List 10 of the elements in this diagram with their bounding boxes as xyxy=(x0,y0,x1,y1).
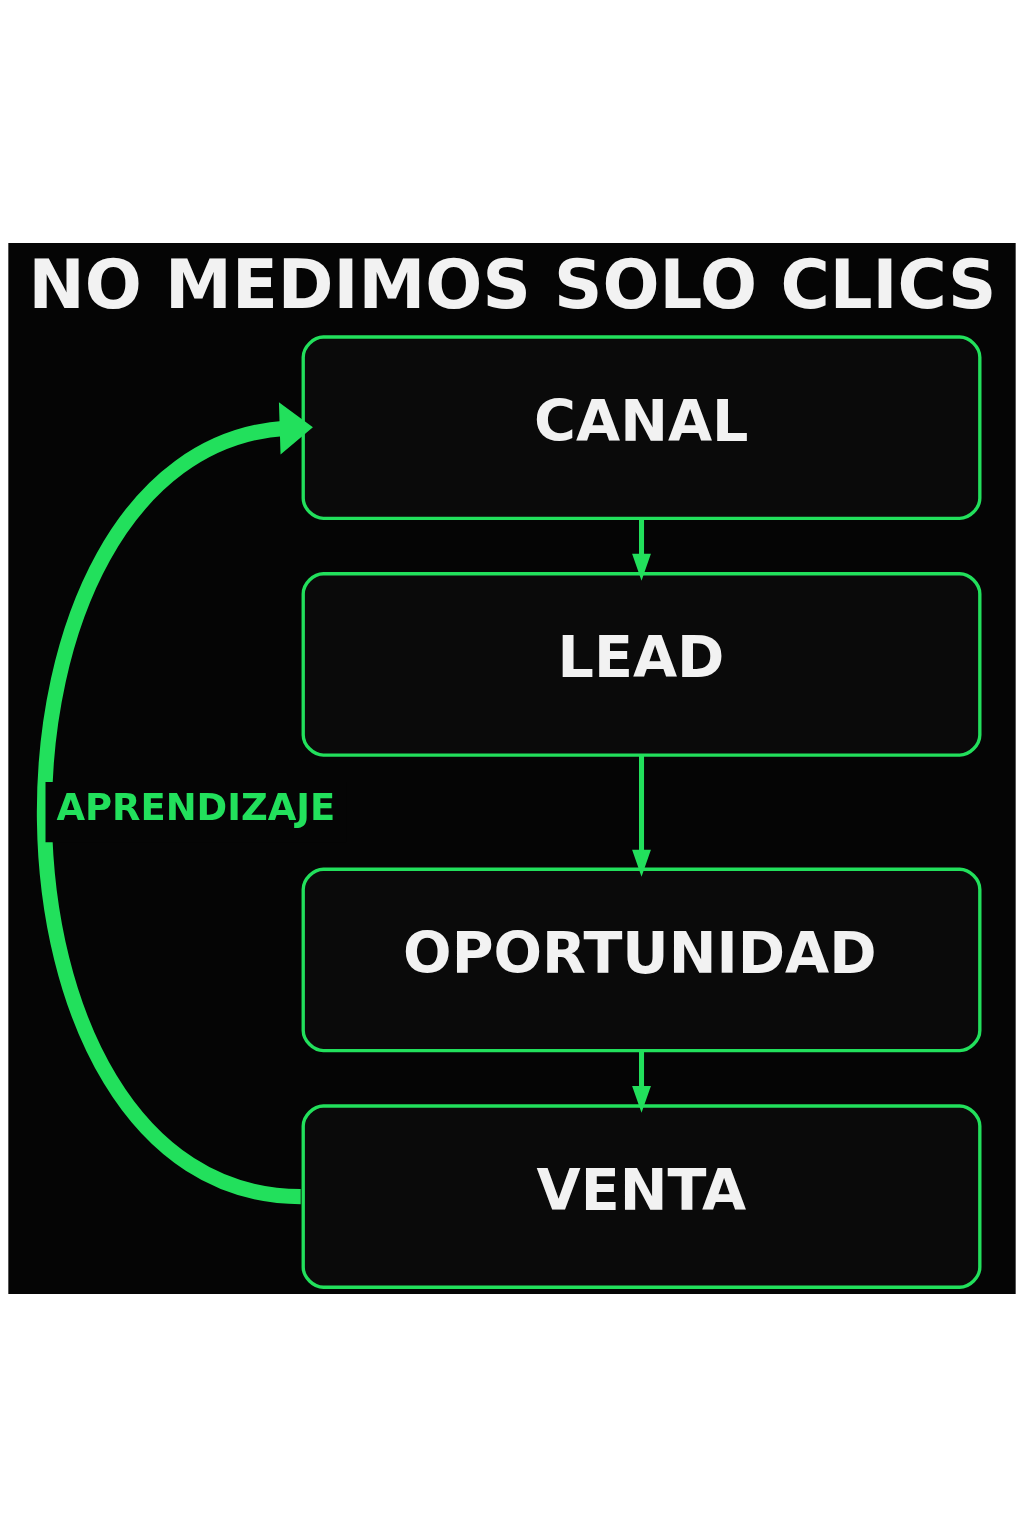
node-box: CANAL xyxy=(301,334,982,520)
arrow xyxy=(37,401,313,1204)
node-box: OPORTUNIDAD xyxy=(301,867,982,1052)
node-box: LEAD xyxy=(301,571,982,757)
arrow xyxy=(632,1050,651,1113)
arrow xyxy=(632,518,651,581)
arrow xyxy=(632,754,651,877)
diagram-title: NO MEDIMOS SOLO CLICS xyxy=(28,245,997,324)
node-box: VENTA xyxy=(301,1103,982,1289)
edge-label: APRENDIZAJE xyxy=(56,785,336,829)
